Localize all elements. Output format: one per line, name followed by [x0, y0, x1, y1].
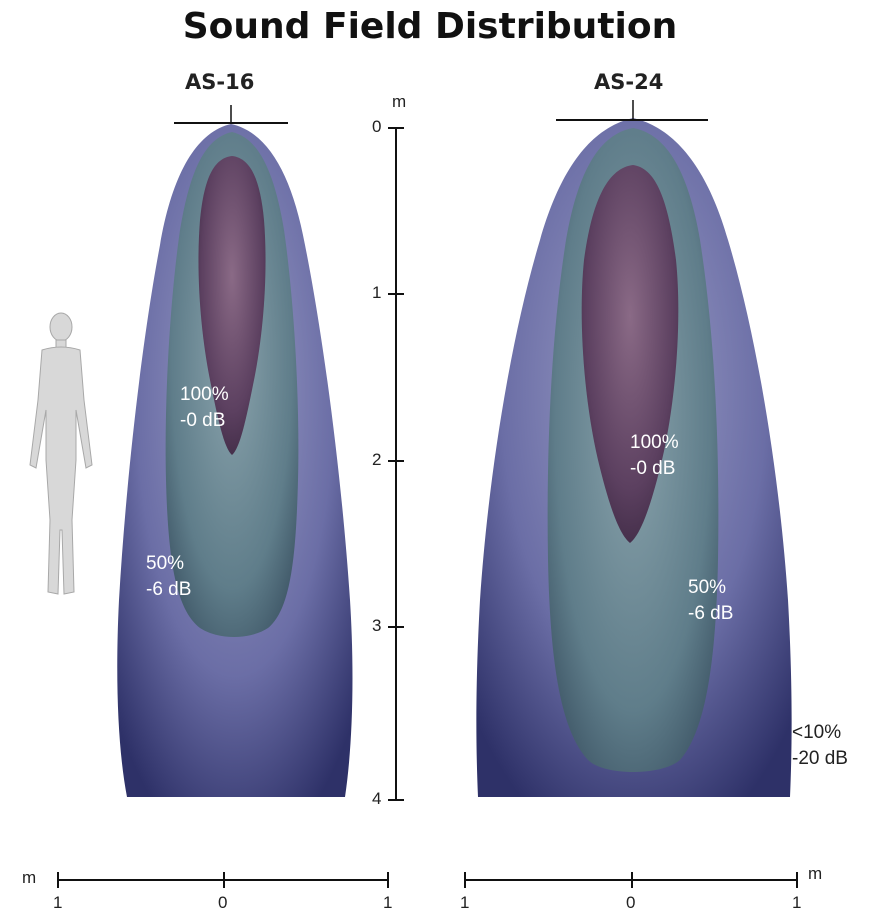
as24-mid-label: 50% -6 dB	[688, 575, 733, 627]
width-axis-left	[57, 872, 389, 888]
as24-inner-label: 100% -0 dB	[630, 430, 679, 482]
width-tick-left-label-a: 1	[53, 893, 63, 912]
as16-outer-label: <10% -20 dB	[36, 716, 92, 768]
depth-tick-label-2: 2	[372, 450, 382, 469]
as24-inner-percent: 100%	[630, 432, 679, 453]
depth-tick-label-1: 1	[372, 283, 382, 302]
as16-inner-percent: 100%	[180, 384, 229, 405]
as16-mid-label: 50% -6 dB	[146, 551, 191, 603]
as24-field	[476, 100, 792, 797]
as24-outer-percent: <10%	[792, 722, 842, 743]
as24-inner-zone	[581, 165, 679, 543]
width-tick-left-label-b: 0	[218, 893, 228, 912]
as16-inner-zone	[198, 156, 266, 455]
as24-outer-db: -20 dB	[792, 748, 848, 769]
width-axis-right	[464, 872, 798, 888]
human-figure-icon	[29, 312, 93, 595]
model-label-as24: AS-24	[594, 70, 664, 94]
as24-mid-db: -6 dB	[688, 603, 734, 624]
width-tick-left-label-c: 1	[383, 893, 393, 912]
as16-inner-label: 100% -0 dB	[180, 382, 229, 434]
as16-mid-db: -6 dB	[146, 579, 192, 600]
page-title: Sound Field Distribution	[182, 6, 678, 47]
model-label-as16: AS-16	[185, 70, 255, 94]
width-tick-right-label-b: 0	[626, 893, 636, 912]
depth-axis-unit: m	[392, 92, 407, 111]
depth-tick-label-4: 4	[372, 789, 382, 808]
depth-axis	[388, 127, 404, 801]
as16-outer-db: -20 dB	[36, 744, 92, 765]
as16-outer-percent: <10%	[36, 718, 86, 739]
as24-inner-db: -0 dB	[630, 458, 676, 479]
width-tick-right-label-c: 1	[792, 893, 802, 912]
width-axis-right-unit: m	[808, 864, 823, 883]
as24-mid-percent: 50%	[688, 577, 727, 598]
as16-inner-db: -0 dB	[180, 410, 226, 431]
depth-tick-label-3: 3	[372, 616, 382, 635]
as16-field	[117, 105, 353, 797]
as24-outer-label: <10% -20 dB	[792, 720, 848, 772]
as16-mid-percent: 50%	[146, 553, 185, 574]
width-axis-left-unit: m	[22, 868, 37, 887]
width-tick-right-label-a: 1	[460, 893, 470, 912]
depth-tick-label-0: 0	[372, 117, 382, 136]
